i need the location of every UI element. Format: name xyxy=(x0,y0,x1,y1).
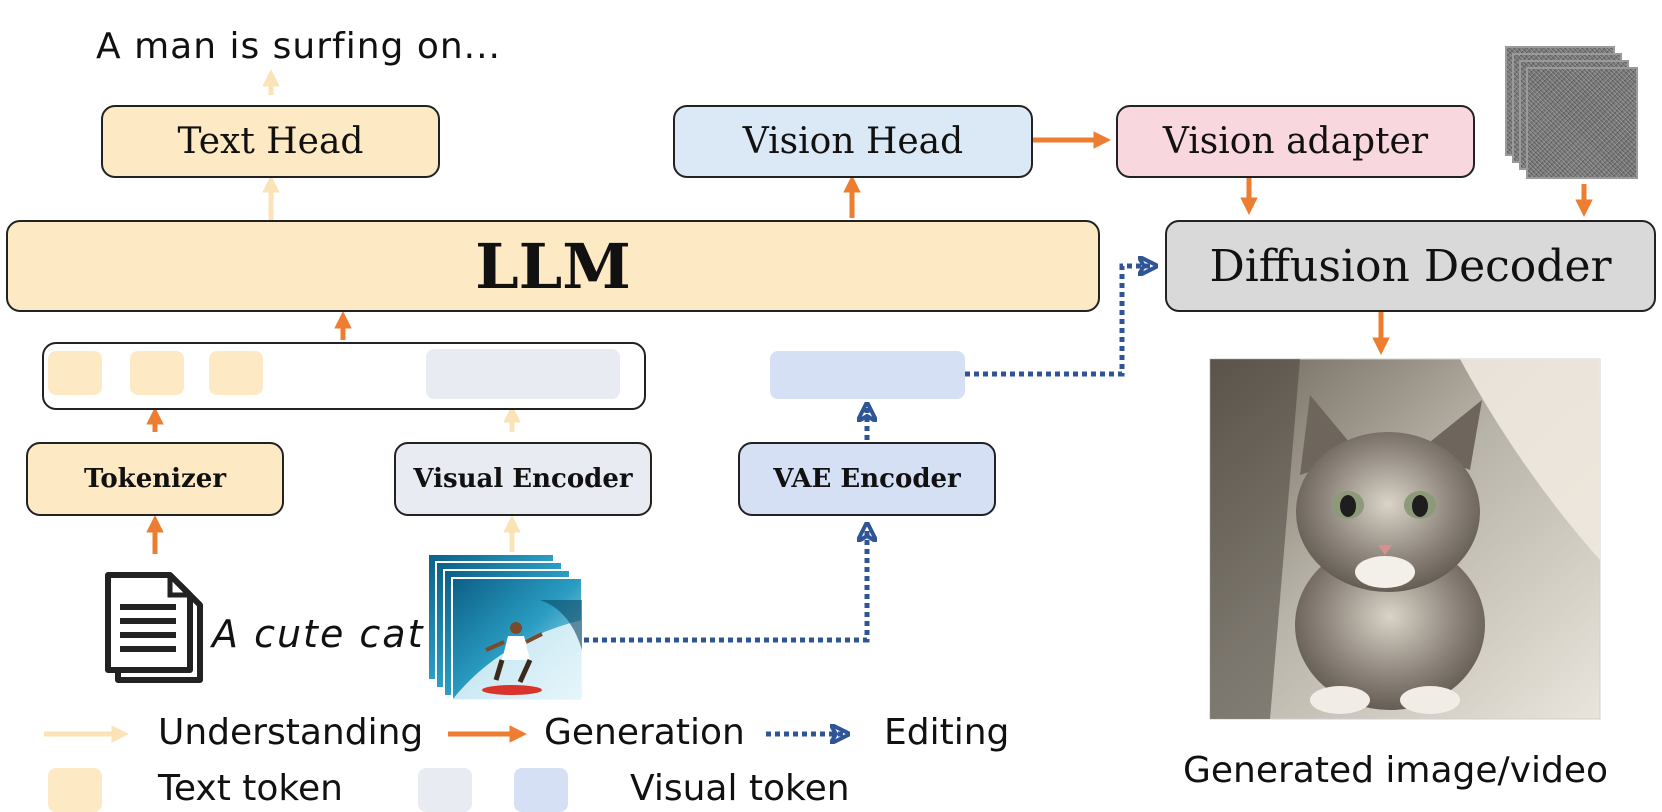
edit-arrow-to-decoder xyxy=(965,266,1152,377)
visual-encoder-box: Visual Encoder xyxy=(394,442,652,516)
vision-adapter-label: Vision adapter xyxy=(1162,121,1429,162)
noise-frame xyxy=(1526,67,1638,179)
text-token xyxy=(209,351,263,395)
text-head-label: Text Head xyxy=(177,121,364,162)
legend-understanding-label: Understanding xyxy=(158,712,424,753)
legend-visual-token-label: Visual token xyxy=(630,768,850,809)
generated-caption: Generated image/video xyxy=(1183,750,1609,791)
visual-token-editing xyxy=(770,351,965,399)
text-token xyxy=(48,351,102,395)
vision-adapter-box: Vision adapter xyxy=(1116,105,1475,178)
vae-encoder-label: VAE Encoder xyxy=(773,464,961,494)
text-head-box: Text Head xyxy=(101,105,440,178)
legend-visual-token-swatch-editing xyxy=(514,768,568,812)
diffusion-decoder-label: Diffusion Decoder xyxy=(1209,240,1612,292)
llm-label: LLM xyxy=(475,229,631,303)
text-token xyxy=(130,351,184,395)
legend-text-token-label: Text token xyxy=(158,768,343,809)
legend-visual-token-swatch-understanding xyxy=(418,768,472,812)
llm-box: LLM xyxy=(6,220,1100,312)
edit-arrow-frames-to-vae xyxy=(584,528,867,643)
tokenizer-box: Tokenizer xyxy=(26,442,284,516)
legend-editing-label: Editing xyxy=(884,712,1010,753)
output-text: A man is surfing on... xyxy=(96,26,501,67)
legend-text-token-swatch xyxy=(48,768,102,812)
vision-head-box: Vision Head xyxy=(673,105,1033,178)
legend-generation-label: Generation xyxy=(544,712,745,753)
visual-encoder-label: Visual Encoder xyxy=(413,464,633,494)
input-text: A cute cat xyxy=(212,612,425,656)
diffusion-decoder-box: Diffusion Decoder xyxy=(1165,220,1656,312)
visual-token-understanding xyxy=(426,349,620,399)
tokenizer-label: Tokenizer xyxy=(83,464,227,494)
vae-encoder-box: VAE Encoder xyxy=(738,442,996,516)
vision-head-label: Vision Head xyxy=(742,121,964,162)
